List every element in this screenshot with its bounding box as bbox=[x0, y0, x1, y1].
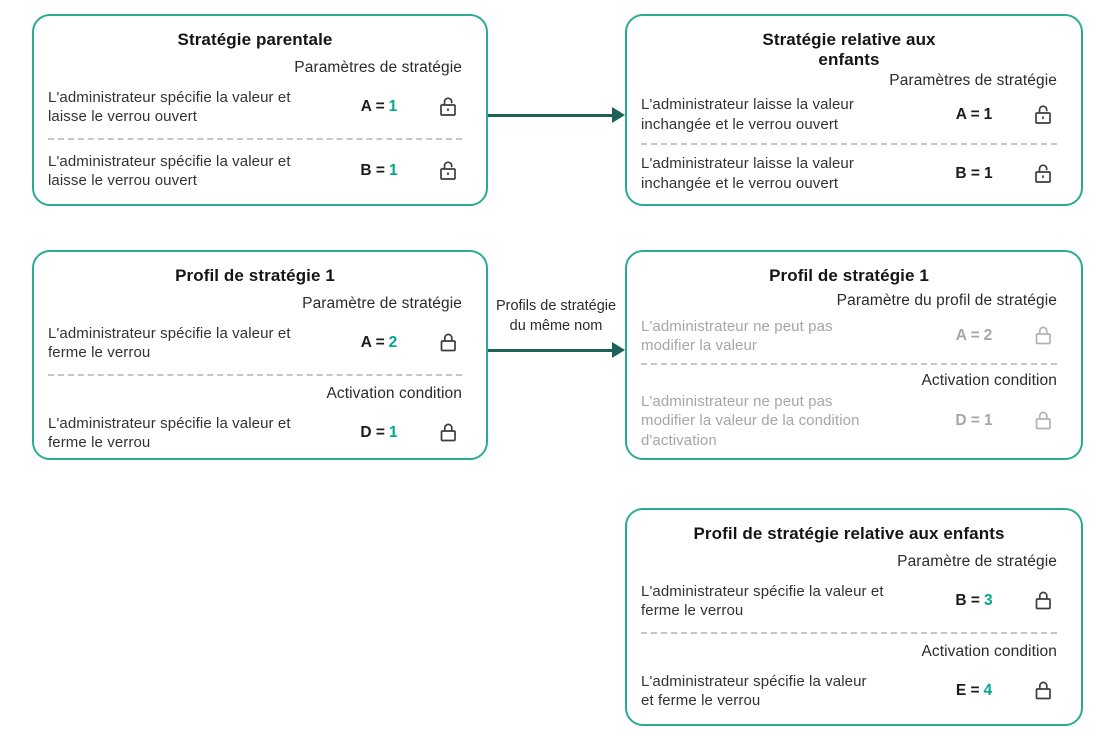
child-profile-box: Profil de stratégie relative aux enfants… bbox=[625, 508, 1083, 726]
setting-value: E =4 bbox=[925, 682, 1023, 700]
box-title: Stratégie relative aux enfants bbox=[762, 30, 936, 70]
dashed-divider bbox=[641, 143, 1057, 146]
box-title: Profil de stratégie 1 bbox=[769, 266, 929, 285]
setting-variable: B = bbox=[360, 162, 385, 180]
arrow-head-icon bbox=[612, 342, 625, 358]
setting-row: L'administrateur spécifie la valeur et l… bbox=[48, 83, 462, 131]
policy-profile-box: Profil de stratégie 1 Paramètre de strat… bbox=[32, 250, 488, 460]
value-number: 1 bbox=[983, 164, 993, 182]
setting-description: L'administrateur laisse la valeur inchan… bbox=[641, 96, 854, 133]
setting-value: B =1 bbox=[925, 165, 1023, 183]
section-heading: Activation condition bbox=[921, 643, 1057, 661]
setting-description: L'administrateur laisse la valeur inchan… bbox=[641, 155, 854, 192]
value-number: 1 bbox=[388, 424, 398, 442]
setting-variable: D = bbox=[360, 424, 385, 442]
box-title: Stratégie parentale bbox=[177, 30, 333, 49]
setting-description: L'administrateur spécifie la valeur et f… bbox=[641, 582, 884, 620]
setting-variable: A = bbox=[955, 105, 980, 123]
setting-row: L'administrateur spécifie la valeur et f… bbox=[641, 577, 1057, 625]
open-lock-icon bbox=[1023, 161, 1057, 187]
section-heading: Paramètre du profil de stratégie bbox=[836, 292, 1057, 310]
setting-row: L'administrateur laisse la valeur inchan… bbox=[641, 92, 1057, 137]
dashed-divider bbox=[48, 138, 462, 141]
setting-variable: B = bbox=[955, 592, 980, 610]
setting-description: L'administrateur spécifie la valeur et l… bbox=[48, 152, 291, 190]
arrow-label: Profils de stratégie du même nom bbox=[495, 298, 617, 334]
child-policy-box: Stratégie relative aux enfants Paramètre… bbox=[625, 14, 1083, 206]
dashed-divider bbox=[48, 374, 462, 377]
value-number: 4 bbox=[983, 682, 993, 700]
closed-lock-icon bbox=[1023, 408, 1057, 434]
closed-lock-icon bbox=[428, 330, 462, 356]
setting-row: L'administrateur spécifie la valeur et f… bbox=[48, 409, 462, 457]
setting-row: L'administrateur laisse la valeur inchan… bbox=[641, 151, 1057, 196]
setting-description: L'administrateur spécifie la valeur et f… bbox=[48, 414, 291, 452]
setting-row: L'administrateur spécifie la valeur et f… bbox=[48, 319, 462, 367]
setting-row: L'administrateur spécifie la valeur et l… bbox=[48, 147, 462, 195]
setting-row: L'administrateur ne peut pas modifier la… bbox=[641, 393, 1057, 449]
setting-value: D =1 bbox=[330, 424, 428, 442]
setting-variable: B = bbox=[955, 164, 980, 182]
value-number: 1 bbox=[388, 98, 398, 116]
value-number: 2 bbox=[983, 327, 993, 345]
open-lock-icon bbox=[428, 94, 462, 120]
dashed-divider bbox=[641, 363, 1057, 366]
setting-description: L'administrateur spécifie la valeur et f… bbox=[48, 324, 291, 362]
closed-lock-icon bbox=[1023, 323, 1057, 349]
setting-description: L'administrateur spécifie la valeur et f… bbox=[641, 672, 867, 710]
arrow-line bbox=[488, 348, 614, 352]
setting-value: B =1 bbox=[330, 162, 428, 180]
setting-value: A =1 bbox=[925, 106, 1023, 124]
setting-variable: D = bbox=[955, 412, 980, 430]
setting-variable: E = bbox=[955, 682, 980, 700]
setting-value: A =1 bbox=[330, 98, 428, 116]
value-number: 1 bbox=[388, 162, 398, 180]
box-title: Profil de stratégie relative aux enfants bbox=[693, 524, 1005, 543]
section-heading: Paramètre de stratégie bbox=[897, 553, 1057, 571]
setting-variable: A = bbox=[360, 334, 385, 352]
value-number: 1 bbox=[983, 105, 993, 123]
setting-variable: A = bbox=[955, 327, 980, 345]
section-heading: Activation condition bbox=[921, 372, 1057, 390]
box-title: Profil de stratégie 1 bbox=[175, 266, 335, 285]
parent-policy-box: Stratégie parentale Paramètres de straté… bbox=[32, 14, 488, 206]
section-heading: Paramètres de stratégie bbox=[294, 59, 462, 77]
section-heading: Paramètre de stratégie bbox=[302, 295, 462, 313]
section-heading: Paramètres de stratégie bbox=[889, 72, 1057, 90]
dashed-divider bbox=[641, 632, 1057, 635]
setting-row: L'administrateur spécifie la valeur et f… bbox=[641, 667, 1057, 715]
child-policy-profile-box: Profil de stratégie 1 Paramètre du profi… bbox=[625, 250, 1083, 460]
setting-variable: A = bbox=[360, 98, 385, 116]
value-number: 3 bbox=[983, 592, 993, 610]
section-heading: Activation condition bbox=[326, 385, 462, 403]
setting-description: L'administrateur spécifie la valeur et l… bbox=[48, 88, 291, 126]
setting-value: D =1 bbox=[925, 412, 1023, 430]
setting-value: A =2 bbox=[330, 334, 428, 352]
closed-lock-icon bbox=[1023, 678, 1057, 704]
open-lock-icon bbox=[428, 158, 462, 184]
setting-value: A =2 bbox=[925, 327, 1023, 345]
value-number: 2 bbox=[388, 334, 398, 352]
open-lock-icon bbox=[1023, 102, 1057, 128]
arrow-head-icon bbox=[612, 107, 625, 123]
setting-row: L'administrateur ne peut pas modifier la… bbox=[641, 314, 1057, 358]
closed-lock-icon bbox=[428, 420, 462, 446]
setting-description: L'administrateur ne peut pas modifier la… bbox=[641, 393, 860, 449]
setting-description: L'administrateur ne peut pas modifier la… bbox=[641, 317, 833, 355]
closed-lock-icon bbox=[1023, 588, 1057, 614]
setting-value: B =3 bbox=[925, 592, 1023, 610]
value-number: 1 bbox=[983, 412, 993, 430]
arrow-line bbox=[488, 113, 614, 117]
